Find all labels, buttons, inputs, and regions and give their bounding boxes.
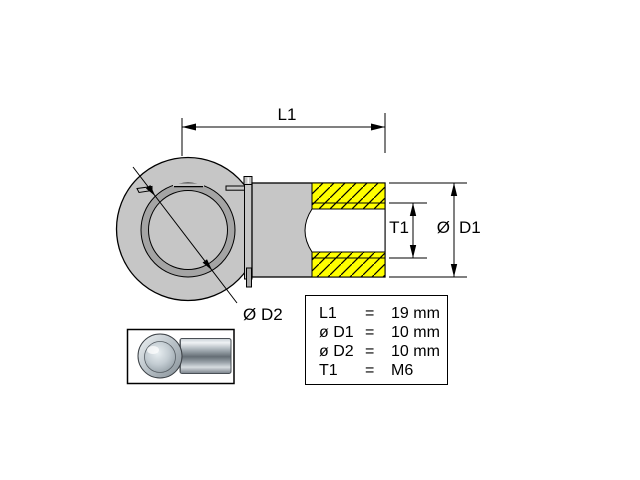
spec-table: L1 = 19 mm ø D1 = 10 mm ø D2 = 10 mm T1 … [305,295,448,385]
t1-arrow-top [409,203,417,216]
ball-bore-circle [148,190,228,270]
spec-label: L1 [319,305,337,322]
spec-row-t1: T1 = M6 [319,361,447,380]
d2-arrow-upper [145,185,156,197]
washer-flange [244,180,253,280]
t1-label: T1 [389,218,409,237]
bore-cavity [304,208,386,253]
d1-label: D1 [459,218,481,237]
spec-equals: = [365,305,375,322]
spec-value: 10 mm [391,343,440,360]
d2-arrow-lower [202,259,213,271]
spec-label: ø D1 [319,324,354,341]
l1-arrow-right [371,123,385,131]
spec-value: 10 mm [391,324,440,341]
spec-value: M6 [391,362,414,379]
photo-sleeve [179,338,232,374]
l1-dimension: L1 [181,105,386,156]
clip-slot-flat [173,183,204,187]
t1-arrow-bottom [409,245,417,258]
photo-highlight [147,346,159,354]
thread-hatch-bottom [312,252,385,277]
l1-label: L1 [278,105,297,124]
d2-dimension: Ø D2 [132,166,283,324]
l1-arrow-left [182,123,196,131]
clip-bottom-pin [246,267,252,288]
d1-arrow-top [450,183,458,196]
spec-equals: = [365,343,375,360]
body-section [251,182,386,278]
d1-dimension: Ø D1 [389,182,481,278]
d2-label: Ø D2 [243,305,283,324]
eye-section [115,156,261,302]
spec-row-l1: L1 = 19 mm [319,304,447,323]
photo-cup-socket [144,341,176,373]
clip-tab-right [225,185,246,191]
t1-dimension: T1 [389,202,427,259]
d1-symbol-label: Ø [437,218,450,237]
d1-arrow-bottom [450,264,458,277]
spec-value: 19 mm [391,305,440,322]
spec-label: ø D2 [319,343,354,360]
washer-and-clip [243,176,253,288]
spec-row-d2: ø D2 = 10 mm [319,342,447,361]
spec-label: T1 [319,362,338,379]
spec-equals: = [365,362,375,379]
spec-equals: = [365,324,375,341]
spec-row-d1: ø D1 = 10 mm [319,323,447,342]
thread-hatch-top [312,183,385,209]
part-photo [126,328,235,385]
